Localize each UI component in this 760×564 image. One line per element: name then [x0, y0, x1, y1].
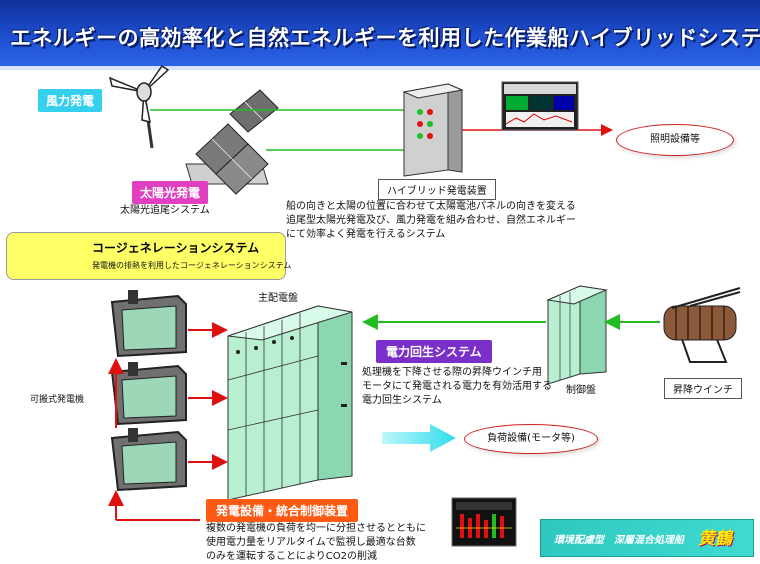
solar-panel-icon — [185, 89, 279, 195]
portable-generator-label: 可搬式発電機 — [30, 395, 85, 405]
title-underline — [0, 66, 760, 70]
regeneration-description: 処理機を下降させる際の昇降ウインチ用 モータにて発電される電力を有効活用する 電… — [362, 367, 552, 406]
generator-icon — [110, 362, 187, 426]
hybrid-cabinet-icon — [402, 83, 464, 177]
load-arrow — [382, 424, 456, 452]
vessel-type-text: 環境配慮型 深層混合処理船 — [554, 535, 684, 546]
generation-control-label: 発電設備・統合制御装置 — [206, 499, 359, 522]
cogeneration-subtitle: 発電機の排熱を利用したコージェネレーションシステム — [92, 261, 292, 270]
winch-icon — [663, 287, 741, 363]
load-equipment-label: 負荷設備(モータ等) — [464, 424, 598, 454]
hybrid-unit-label: ハイブリッド発電装置 — [378, 179, 496, 200]
vessel-logo-box — [540, 519, 754, 557]
power-regeneration-label: 電力回生システム — [376, 340, 492, 363]
lifting-winch-label: 昇降ウインチ — [664, 378, 742, 399]
wind-power-label: 風力発電 — [38, 89, 103, 112]
generator-icon — [110, 428, 187, 492]
main-switchboard-icon — [227, 305, 353, 501]
control-panel-label: 制御盤 — [566, 385, 596, 396]
cogeneration-title: コージェネレーションシステム — [92, 241, 260, 255]
solar-power-label: 太陽光発電 — [132, 181, 209, 204]
lighting-equipment-label: 照明設備等 — [616, 124, 734, 156]
monitor-screen-icon — [501, 81, 579, 131]
cogeneration-box — [6, 232, 286, 280]
vessel-name-text: 黄鶴 — [698, 529, 732, 549]
page-title: エネルギーの高効率化と自然エネルギーを利用した作業船ハイブリッドシステム — [10, 26, 760, 50]
solar-tracking-text: 太陽光追尾システム — [120, 205, 210, 216]
wind-turbine-icon — [108, 64, 170, 149]
main-switchboard-label: 主配電盤 — [258, 293, 298, 304]
generator-icon — [110, 290, 187, 358]
control-panel-icon — [546, 285, 608, 385]
title-bar — [0, 0, 760, 66]
generation-control-description: 複数の発電機の負荷を均一に分担させるとともに 使用電力量をリアルタイムで監視し最… — [206, 523, 426, 562]
hybrid-description: 船の向きと太陽の位置に合わせて太陽電池パネルの向きを変える 追尾型太陽光発電及び… — [286, 201, 576, 240]
control-screen-icon — [451, 497, 517, 547]
